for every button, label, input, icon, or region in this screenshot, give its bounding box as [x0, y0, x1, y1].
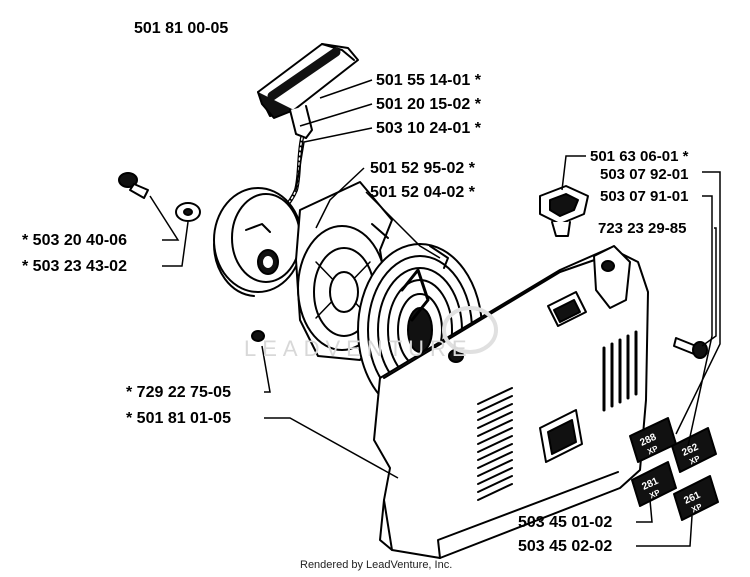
callout-decal-a: 503 07 92-01 — [600, 166, 689, 183]
small-nut — [251, 330, 265, 342]
callout-small-nut: * 729 22 75-05 — [126, 384, 231, 401]
callout-screw-right: 723 23 29-85 — [598, 220, 687, 237]
callout-intake-valve: 501 63 06-01 * — [590, 148, 689, 165]
rope-pulley — [213, 187, 303, 297]
decal-281 — [631, 461, 677, 507]
bolt-left — [118, 172, 149, 199]
callout-rope: 503 10 24-01 * — [376, 120, 481, 137]
callout-handle: 501 55 14-01 * — [376, 72, 481, 89]
decal-281-suffix: XP — [648, 488, 662, 501]
intake-valve-knob — [539, 185, 589, 237]
decal-262-suffix: XP — [688, 454, 702, 467]
washer-left — [175, 202, 201, 222]
decal-288-suffix: XP — [646, 444, 660, 457]
decal-261 — [673, 475, 719, 521]
callout-washer-left: * 503 23 43-02 — [22, 258, 127, 275]
callout-decal-c: 503 45 01-02 — [518, 514, 613, 531]
decal-262 — [671, 427, 717, 473]
callout-decal-b: 503 07 91-01 — [600, 188, 689, 205]
screw-right — [673, 337, 708, 359]
leader-lines — [149, 79, 721, 547]
decal-261-suffix: XP — [690, 502, 704, 515]
callout-decal-d: 503 45 02-02 — [518, 538, 613, 555]
starter-handle — [257, 43, 359, 139]
callout-spring: 501 52 04-02 * — [370, 184, 475, 201]
starter-housing — [373, 245, 649, 559]
callout-pulley: 501 52 95-02 * — [370, 160, 475, 177]
callout-rope-insert: 501 20 15-02 * — [376, 96, 481, 113]
callout-bolt-left: * 503 20 40-06 — [22, 232, 127, 249]
footer-credit: Rendered by LeadVenture, Inc. — [300, 559, 453, 571]
callout-starter-housing: * 501 81 01-05 — [126, 410, 231, 427]
watermark: LEADVENTURE — [244, 336, 473, 361]
assembly-number: 501 81 00-05 — [134, 20, 229, 37]
